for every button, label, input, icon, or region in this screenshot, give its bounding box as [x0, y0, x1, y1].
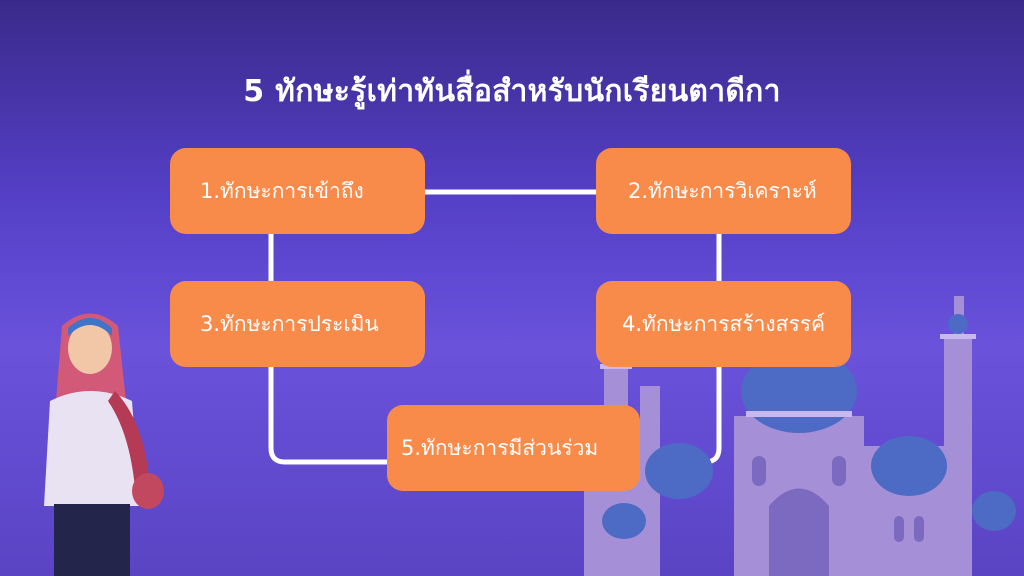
connector-bottom-left — [268, 365, 390, 465]
skill-box-creation: 4.ทักษะการสร้างสรรค์ — [596, 281, 851, 367]
skill-box-participation: 5.ทักษะการมีส่วนร่วม — [387, 405, 640, 491]
student-illustration — [44, 313, 164, 576]
skill-box-analysis: 2.ทักษะการวิเคราะห์ — [596, 148, 851, 234]
skill-label-creation: 4.ทักษะการสร้างสรรค์ — [622, 311, 826, 336]
skill-label-evaluation: 3.ทักษะการประเมิน — [200, 311, 379, 336]
skill-box-evaluation: 3.ทักษะการประเมิน — [170, 281, 425, 367]
skill-label-access: 1.ทักษะการเข้าถึง — [200, 178, 364, 203]
page-title: 5 ทักษะรู้เท่าทันสื่อสำหรับนักเรียนตาดีก… — [243, 74, 781, 109]
skill-label-analysis: 2.ทักษะการวิเคราะห์ — [628, 178, 817, 203]
skill-box-access: 1.ทักษะการเข้าถึง — [170, 148, 425, 234]
skill-label-participation: 5.ทักษะการมีส่วนร่วม — [401, 435, 599, 460]
